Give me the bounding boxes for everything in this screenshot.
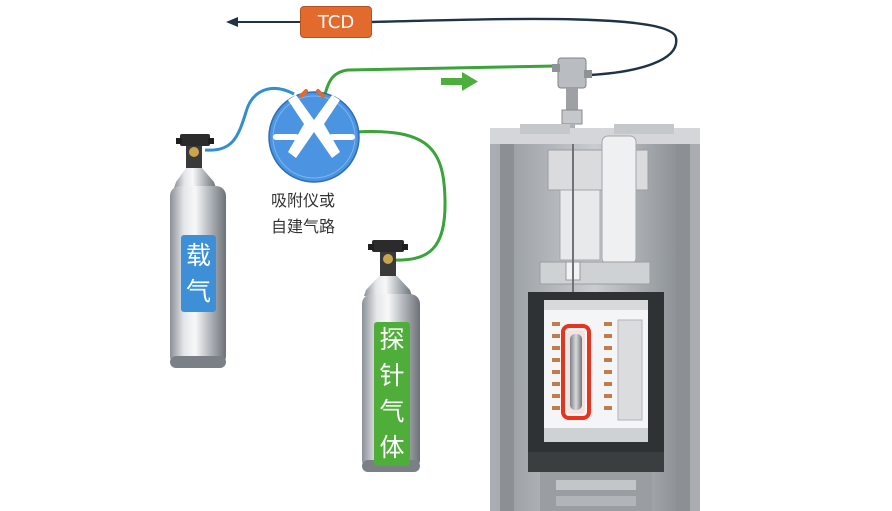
heater-coil-left <box>552 322 560 410</box>
flow-direction-arrow-icon <box>441 72 478 91</box>
heater-coil-right <box>604 322 612 410</box>
adsorption-instrument <box>490 57 700 511</box>
valve-label: 吸附仪或 自建气路 <box>250 188 356 240</box>
valve-label-line-1: 吸附仪或 <box>270 191 335 210</box>
carrier-gas-line <box>204 86 295 152</box>
probe-gas-label: 探 针 气 体 <box>374 322 410 466</box>
probe-gas-line <box>355 130 447 262</box>
carrier-gas-char-2: 气 <box>185 276 211 306</box>
valve-label-line-2: 自建气路 <box>270 217 335 236</box>
probe-gas-char-3: 气 <box>379 397 405 426</box>
sample-tube-highlight <box>561 324 591 420</box>
tcd-label: TCD <box>317 11 355 33</box>
probe-gas-char-2: 针 <box>379 361 405 390</box>
carrier-gas-label: 载 气 <box>181 235 216 312</box>
exhaust-arrow-icon <box>226 17 238 27</box>
tcd-detector-box: TCD <box>300 6 372 38</box>
valve-outlet-line <box>322 64 557 99</box>
sample-tube <box>570 334 582 410</box>
switching-valve <box>268 89 360 183</box>
carrier-gas-char-1: 载 <box>185 240 211 270</box>
probe-gas-char-4: 体 <box>379 433 405 462</box>
probe-gas-char-1: 探 <box>379 325 405 354</box>
tcd-return-line <box>371 17 678 77</box>
